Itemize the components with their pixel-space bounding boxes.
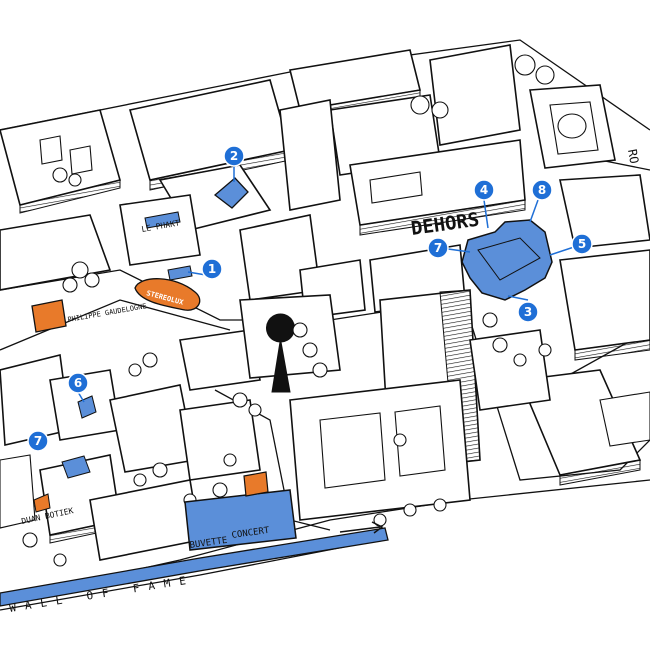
marker-1[interactable]: 1 [201,258,223,280]
marker-7-east[interactable]: 7 [427,237,449,259]
marker-5[interactable]: 5 [571,233,593,255]
svg-text:1: 1 [208,262,216,276]
svg-text:4: 4 [480,183,488,197]
marker-3[interactable]: 3 [517,301,539,323]
wall-of-fame-strip[interactable] [0,527,389,607]
svg-text:3: 3 [524,305,532,319]
svg-text:7: 7 [34,434,42,448]
stereolux-venue[interactable] [134,278,201,311]
keyhole-fountain [266,313,295,393]
marker-6[interactable]: 6 [67,372,89,394]
svg-text:5: 5 [578,237,586,251]
buildings-northwest [0,79,292,291]
venue-7-west[interactable] [61,455,91,479]
highlights [0,177,553,607]
wall-of-fame-arrow [339,521,384,534]
svg-text:7: 7 [434,241,442,255]
asv-sign[interactable] [243,471,269,497]
buildings-east [469,329,650,486]
dehors-venue[interactable] [461,219,553,301]
svg-text:6: 6 [74,376,82,390]
marker-7-west[interactable]: 7 [27,430,49,452]
marker-8[interactable]: 8 [531,179,553,201]
svg-text:8: 8 [538,183,546,197]
road-label: RO [625,148,641,165]
marker-leaders [77,166,581,403]
venue-1[interactable] [167,265,193,281]
buildings-center [179,289,481,521]
venue-2[interactable] [213,177,249,209]
philippe-gaudelogne-venue[interactable] [31,299,67,333]
venue-6[interactable] [77,395,97,419]
svg-text:2: 2 [230,149,238,163]
buildings-north [239,44,526,319]
buildings-northeast [529,84,650,361]
duan-botiek-venue[interactable] [33,493,51,513]
marker-4[interactable]: 4 [473,179,495,201]
marker-2[interactable]: 2 [223,145,245,167]
